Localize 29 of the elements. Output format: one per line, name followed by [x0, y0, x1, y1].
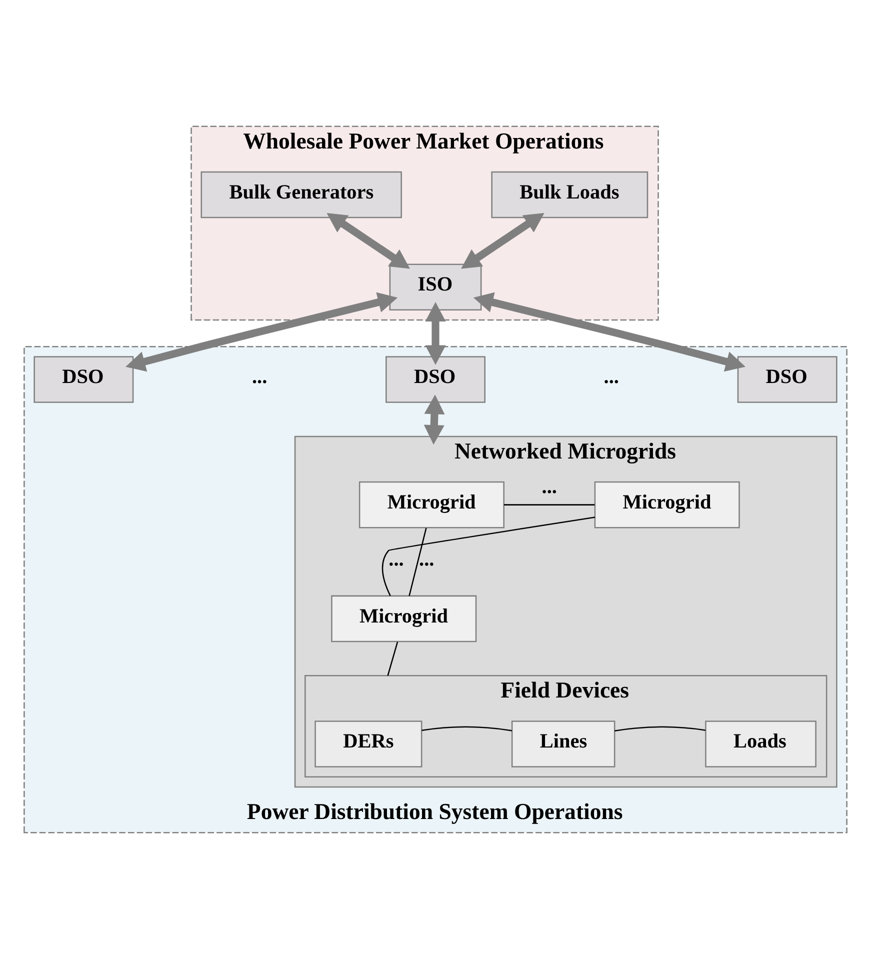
node-box: DSO — [385, 356, 485, 403]
connector — [503, 504, 594, 506]
node-box: ISO — [388, 264, 482, 311]
arrow — [326, 213, 410, 269]
node-box: DSO — [33, 356, 134, 403]
node-box: DERs — [314, 720, 422, 768]
node-box: Bulk Generators — [200, 171, 402, 218]
node-box: Microgrid — [330, 595, 476, 642]
edge-label: ... — [388, 548, 404, 570]
arrow — [460, 213, 544, 269]
node-box: Bulk Loads — [490, 171, 648, 218]
node-box: Lines — [510, 720, 615, 768]
arrow — [125, 292, 398, 372]
node-box: Microgrid — [358, 481, 504, 528]
node-box: Loads — [704, 720, 816, 768]
edge-label: ... — [541, 476, 556, 498]
connector — [386, 642, 398, 676]
arrow — [424, 302, 446, 365]
connector — [382, 516, 595, 596]
edge-label: ... — [418, 548, 434, 570]
arrow — [423, 394, 444, 445]
connector — [408, 528, 426, 596]
label: ... — [251, 366, 267, 388]
connector — [421, 726, 512, 732]
node-box: Microgrid — [594, 481, 740, 528]
label: ... — [603, 366, 619, 388]
arrow — [472, 292, 745, 372]
connector — [614, 726, 705, 732]
node-box: DSO — [736, 356, 837, 403]
